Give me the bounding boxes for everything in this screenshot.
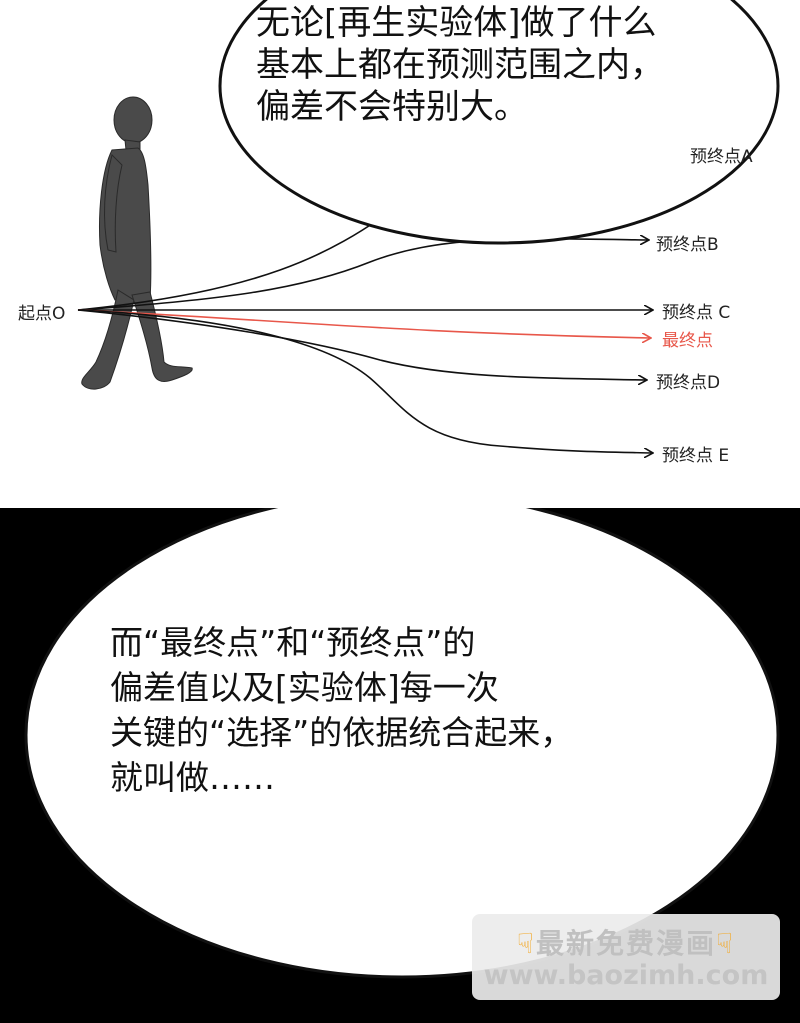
watermark-box: ☟最新免费漫画☟ www.baozimh.com <box>472 914 780 1000</box>
label-end-b: 预终点B <box>656 235 719 255</box>
watermark-line-2[interactable]: www.baozimh.com <box>483 960 769 991</box>
bottom-bubble-svg <box>24 508 780 979</box>
top-panel: 无论[再生实验体]做了什么 基本上都在预测范围之内， 偏差不会特别大。 起点O … <box>0 0 800 508</box>
speech-top-line-2: 基本上都在预测范围之内， <box>256 45 664 85</box>
path-to-final <box>77 309 650 338</box>
speech-bubble-top <box>218 0 780 245</box>
label-end-a: 预终点A <box>690 147 753 167</box>
speech-bottom-line-4: 就叫做…… <box>110 758 275 797</box>
speech-top-line-1: 无论[再生实验体]做了什么 <box>256 3 657 43</box>
label-final-point: 最终点 <box>662 331 713 351</box>
path-to-e <box>77 309 652 453</box>
speech-top-line-3: 偏差不会特别大。 <box>256 87 528 127</box>
label-start-point: 起点O <box>18 304 66 324</box>
label-end-e: 预终点 E <box>662 446 730 466</box>
speech-bottom-line-2: 偏差值以及[实验体]每一次 <box>110 668 499 707</box>
pointing-down-hand-icon: ☟ <box>516 927 536 960</box>
pointing-down-hand-icon: ☟ <box>716 927 736 960</box>
label-end-d: 预终点D <box>656 373 721 393</box>
speech-bubble-top-text: 无论[再生实验体]做了什么 基本上都在预测范围之内， 偏差不会特别大。 <box>256 2 664 128</box>
path-to-d <box>77 309 646 380</box>
label-end-c: 预终点 C <box>662 303 731 323</box>
speech-bubble-bottom-text: 而“最终点”和“预终点”的 偏差值以及[实验体]每一次 关键的“选择”的依据统合… <box>110 620 573 800</box>
diagram-svg <box>77 0 780 508</box>
speech-bottom-line-3: 关键的“选择”的依据统合起来， <box>110 713 574 752</box>
bottom-panel: 而“最终点”和“预终点”的 偏差值以及[实验体]每一次 关键的“选择”的依据统合… <box>0 508 800 1023</box>
walking-figure <box>81 96 193 390</box>
speech-bottom-line-1: 而“最终点”和“预终点”的 <box>110 623 476 662</box>
speech-bubble-bottom <box>24 508 780 979</box>
watermark-line-1: 最新免费漫画 <box>535 927 716 960</box>
